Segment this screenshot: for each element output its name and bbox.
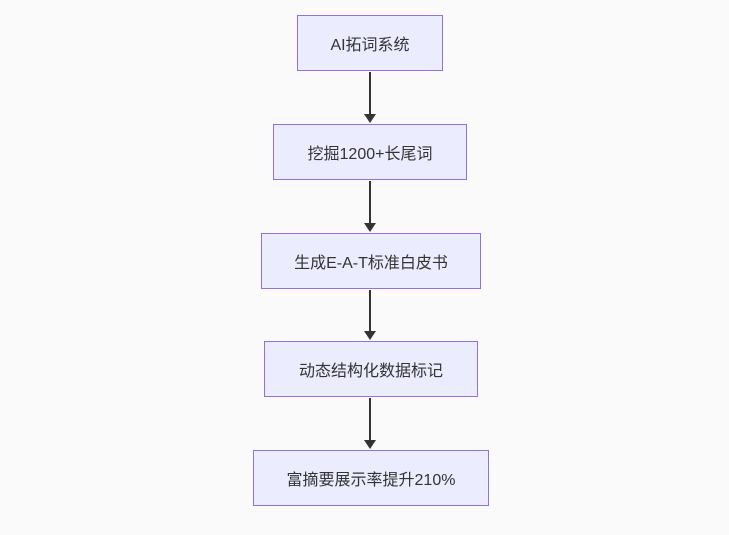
arrow-n1-n2 xyxy=(363,72,377,123)
flow-node-eat-whitepaper: 生成E-A-T标准白皮书 xyxy=(261,233,481,289)
arrow-n4-n5 xyxy=(363,398,377,449)
flow-node-ai-keyword-system: AI拓词系统 xyxy=(297,15,443,71)
arrow-head-icon xyxy=(364,223,376,232)
flow-node-label: 挖掘1200+长尾词 xyxy=(307,146,433,163)
flow-node-label: AI拓词系统 xyxy=(330,37,410,54)
arrow-shaft xyxy=(369,290,371,331)
arrow-n2-n3 xyxy=(363,181,377,232)
flow-node-longtail-keywords: 挖掘1200+长尾词 xyxy=(273,124,467,180)
flow-node-rich-snippet-rate: 富摘要展示率提升210% xyxy=(253,450,489,506)
arrow-head-icon xyxy=(364,114,376,123)
arrow-shaft xyxy=(369,72,371,114)
flow-node-label: 生成E-A-T标准白皮书 xyxy=(294,255,448,272)
arrow-shaft xyxy=(369,398,371,440)
arrow-head-icon xyxy=(364,331,376,340)
arrow-n3-n4 xyxy=(363,290,377,340)
arrow-shaft xyxy=(369,181,371,223)
flow-node-label: 动态结构化数据标记 xyxy=(298,363,443,380)
flow-node-label: 富摘要展示率提升210% xyxy=(286,472,456,489)
arrow-head-icon xyxy=(364,440,376,449)
flow-node-structured-data-markup: 动态结构化数据标记 xyxy=(264,341,478,397)
